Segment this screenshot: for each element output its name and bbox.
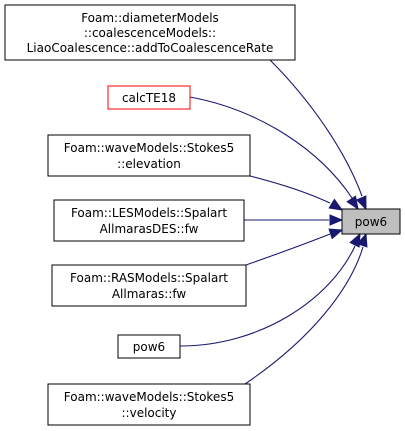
arrowhead <box>346 195 359 211</box>
caller-node-stokes5-elevation[interactable]: Foam::waveModels::Stokes5 ::elevation <box>47 134 251 177</box>
edge-line <box>269 59 363 197</box>
edge-line <box>179 245 356 347</box>
node-label-line: Allmaras::fw <box>112 287 187 301</box>
caller-node-addtocoalescencerate[interactable]: Foam::diameterModels ::coalescenceModels… <box>4 4 296 61</box>
node-label-line: ::elevation <box>117 157 181 171</box>
target-node-pow6[interactable]: pow6 <box>341 208 401 235</box>
edge-line <box>244 246 364 385</box>
arrowhead <box>329 214 344 226</box>
node-label-line: Foam::waveModels::Stokes5 <box>64 141 234 155</box>
node-label-line: pow6 <box>133 340 165 354</box>
edge-spalartallmarasdes-fw-to-pow6 <box>244 214 344 226</box>
edge-stokes5-velocity-to-pow6 <box>244 232 368 385</box>
node-label-line: ::velocity <box>122 406 177 420</box>
caller-node-calcte18[interactable]: calcTE18 <box>107 85 191 110</box>
node-label-line: ::coalescenceModels:: <box>84 26 216 40</box>
node-label-line: Foam::diameterModels <box>81 11 219 25</box>
edge-spalartallmaras-fw-to-pow6 <box>245 228 344 266</box>
arrowhead <box>349 232 361 248</box>
node-label-line: LiaoCoalescence::addToCoalescenceRate <box>27 41 274 55</box>
caller-node-pow6[interactable]: pow6 <box>117 334 181 359</box>
caller-node-spalartallmaras-fw[interactable]: Foam::RASModels::Spalart Allmaras::fw <box>51 264 247 307</box>
arrowhead <box>355 195 367 211</box>
edge-addtocoalescencerate-to-pow6 <box>269 59 367 211</box>
node-label-line: Foam::LESModels::Spalart <box>71 206 227 220</box>
edge-line <box>249 175 331 204</box>
caller-node-stokes5-velocity[interactable]: Foam::waveModels::Stokes5 ::velocity <box>47 383 251 426</box>
arrowhead <box>328 228 344 240</box>
edges <box>179 59 368 385</box>
edge-calcte18-to-pow6 <box>189 96 359 211</box>
arrowhead <box>356 232 368 248</box>
edge-line <box>245 233 331 266</box>
node-label-line: Foam::RASModels::Spalart <box>70 271 228 285</box>
edge-line <box>189 96 353 199</box>
node-label-line: Foam::waveModels::Stokes5 <box>64 390 234 404</box>
arrowhead <box>328 198 344 211</box>
caller-node-spalartallmarasdes-fw[interactable]: Foam::LESModels::Spalart AllmarasDES::fw <box>53 199 245 242</box>
target-node-label: pow6 <box>355 215 387 229</box>
node-label-line: AllmarasDES::fw <box>100 222 199 236</box>
edge-stokes5-elevation-to-pow6 <box>249 175 344 211</box>
node-label-line: calcTE18 <box>122 91 176 105</box>
